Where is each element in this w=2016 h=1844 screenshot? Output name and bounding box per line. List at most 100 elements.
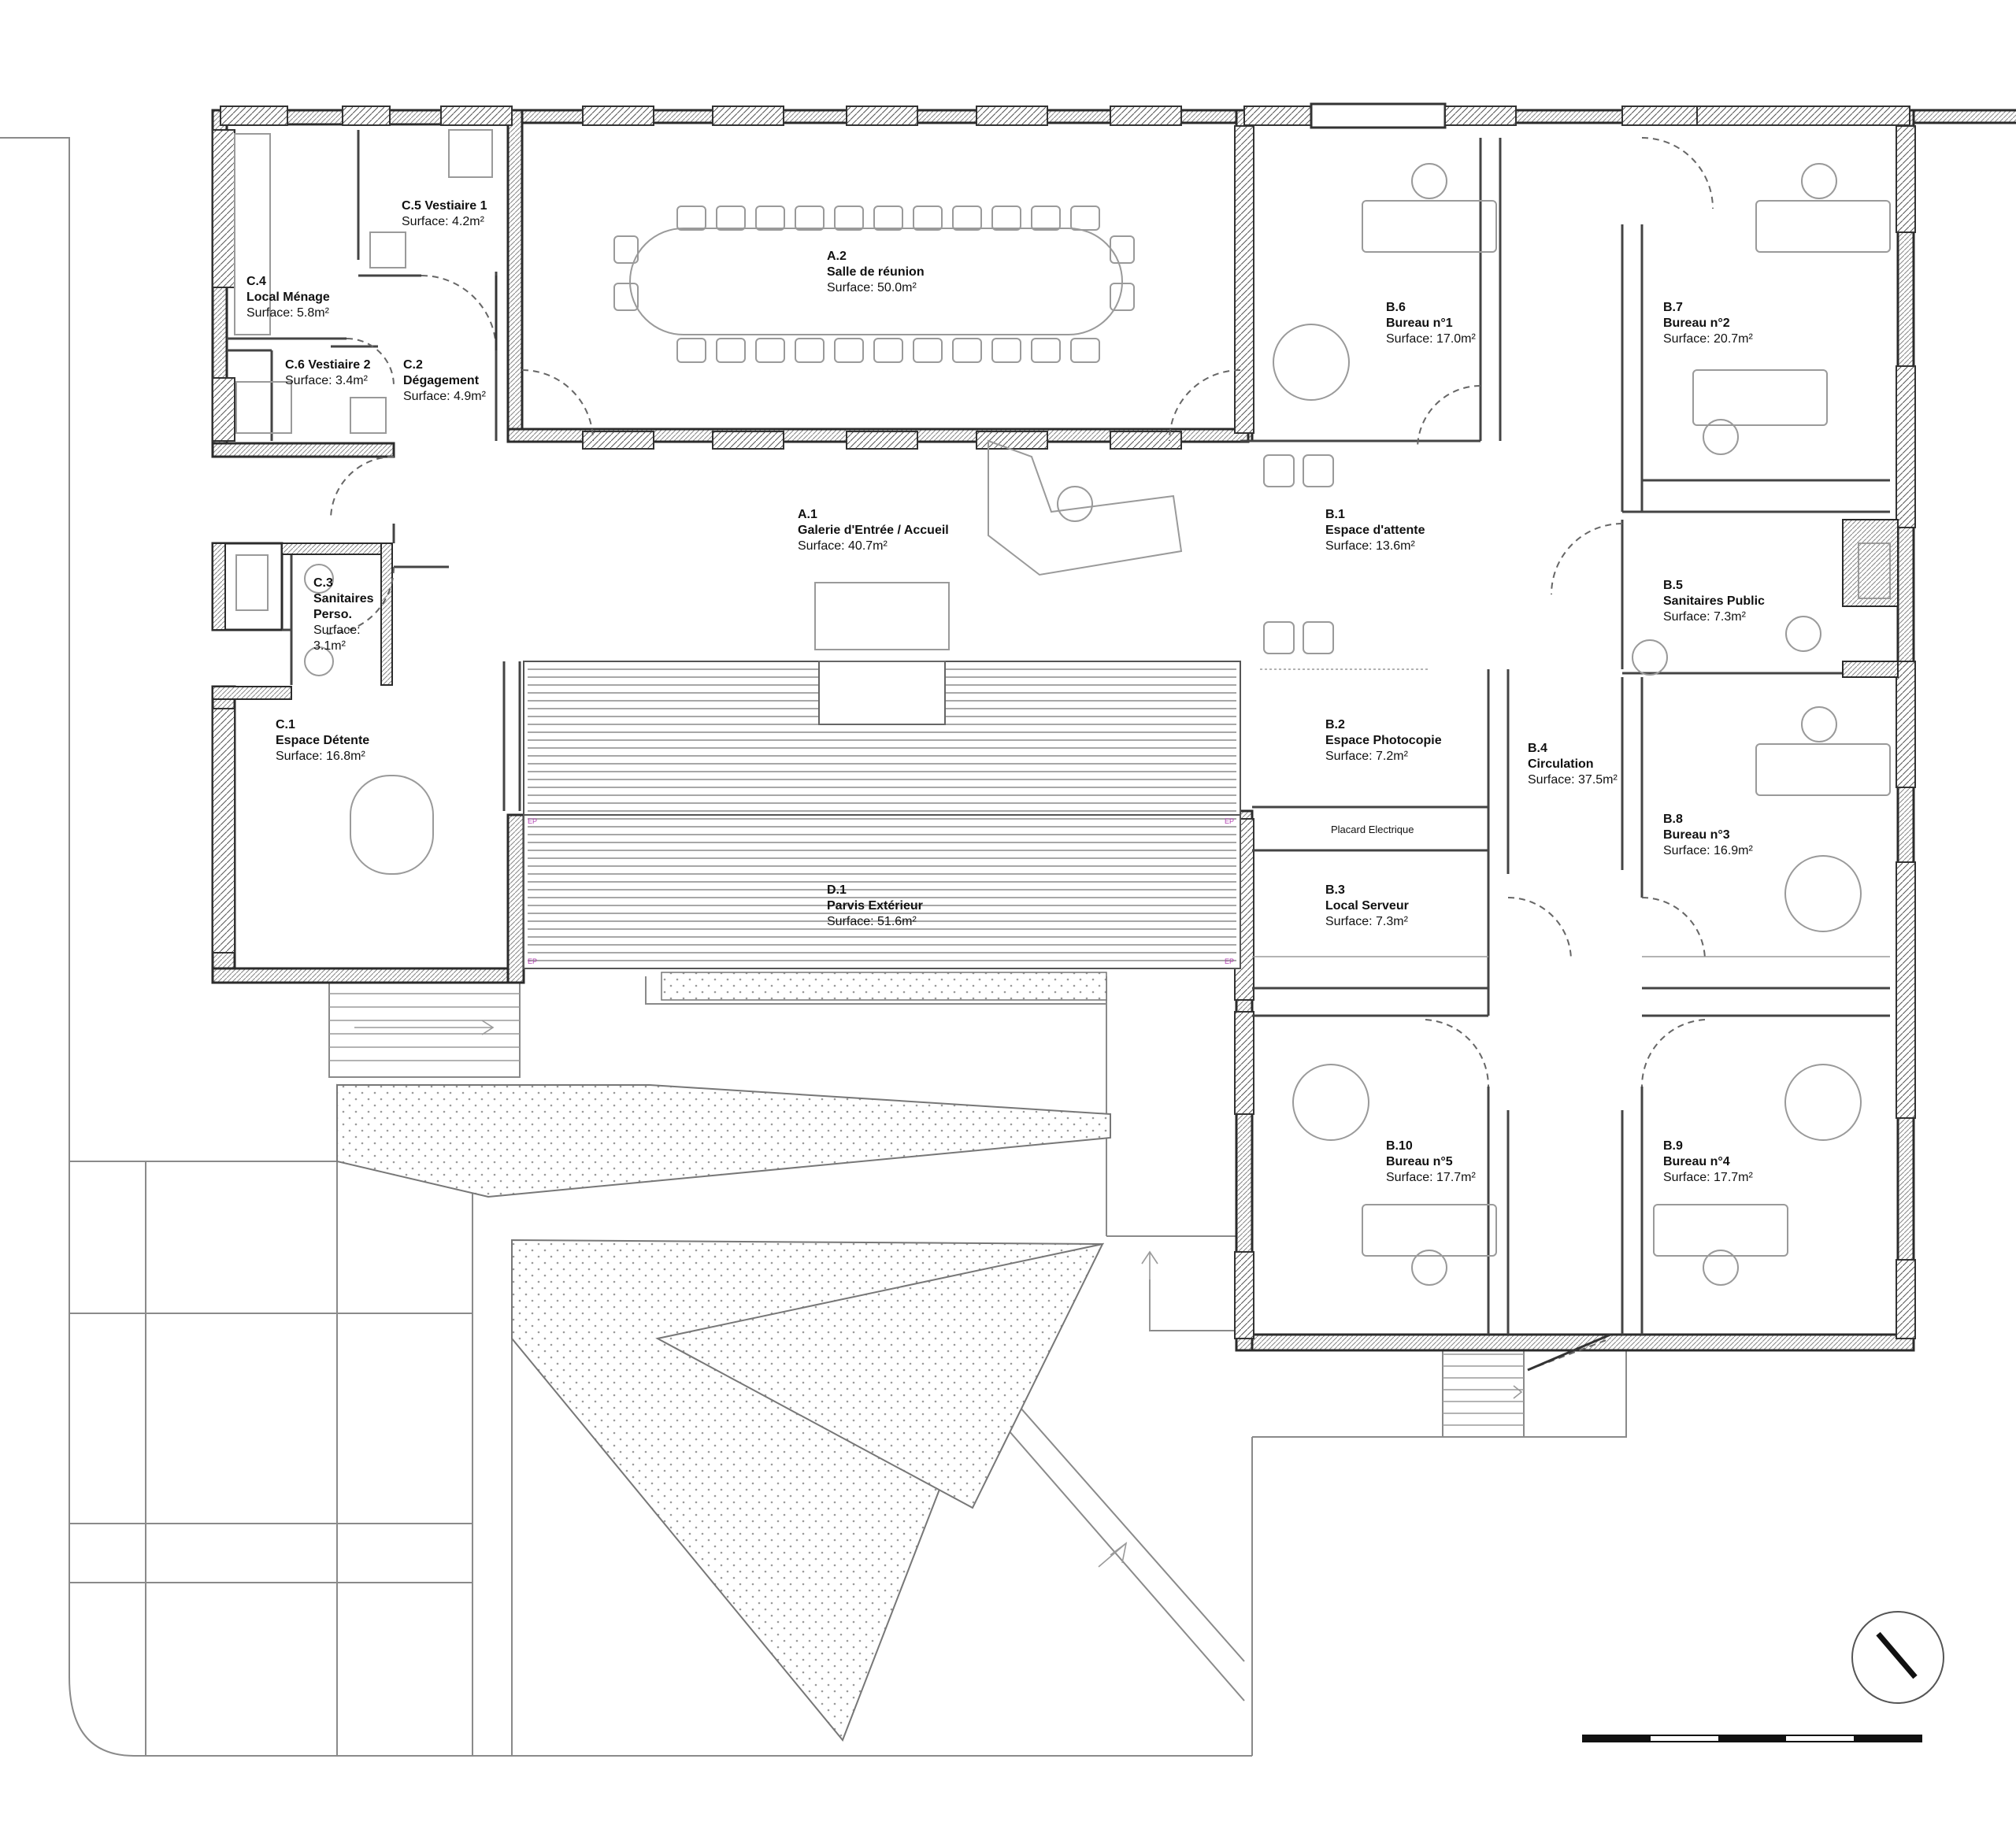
north-arrow-icon [1851, 1611, 1944, 1704]
svg-text:Espace Photocopie: Espace Photocopie [1325, 734, 1442, 747]
meeting-chair [991, 338, 1021, 363]
meeting-table [629, 228, 1123, 335]
room-c6: C.6 Vestiaire 2 Surface: 3.4m² [285, 358, 371, 387]
room-b10: B.10 Bureau n°5 Surface: 17.7m² [1386, 1139, 1477, 1184]
svg-text:C.3: C.3 [313, 576, 333, 590]
svg-text:Surface: 17.7m²: Surface: 17.7m² [1663, 1171, 1754, 1184]
room-b8: B.8 Bureau n°3 Surface: 16.9m² [1663, 813, 1754, 857]
svg-text:Circulation: Circulation [1528, 757, 1594, 771]
svg-text:Surface: 16.9m²: Surface: 16.9m² [1663, 844, 1754, 857]
meeting-chair [913, 338, 943, 363]
meeting-chair [755, 206, 785, 231]
svg-text:Surface: 51.6m²: Surface: 51.6m² [827, 915, 917, 928]
svg-text:B.9: B.9 [1663, 1139, 1683, 1153]
svg-text:B.3: B.3 [1325, 883, 1345, 897]
svg-text:C.2: C.2 [403, 358, 423, 372]
site-context [0, 137, 1627, 1757]
meeting-chair [676, 206, 706, 231]
svg-text:Bureau n°5: Bureau n°5 [1386, 1155, 1453, 1168]
svg-text:Bureau n°1: Bureau n°1 [1386, 317, 1453, 330]
svg-text:B.5: B.5 [1663, 579, 1683, 592]
windows [212, 102, 1916, 1339]
ep-marker-1: EP [528, 817, 537, 825]
room-c1: C.1 Espace Détente Surface: 16.8m² [276, 718, 369, 763]
svg-text:Bureau n°4: Bureau n°4 [1663, 1155, 1730, 1168]
stair-direction-arrow-icon [481, 1020, 495, 1035]
svg-text:B.6: B.6 [1386, 301, 1406, 314]
svg-text:Surface: 50.0m²: Surface: 50.0m² [827, 281, 917, 294]
svg-text:Surface: 7.3m²: Surface: 7.3m² [1663, 610, 1747, 624]
meeting-chair [716, 206, 746, 231]
svg-text:A.2: A.2 [827, 250, 847, 263]
interior-walls [227, 130, 1899, 1335]
planting-area-3 [655, 1242, 1104, 1509]
svg-text:Galerie d'Entrée / Accueil: Galerie d'Entrée / Accueil [798, 524, 949, 537]
room-c2: C.2 Dégagement Surface: 4.9m² [403, 358, 487, 403]
svg-text:Bureau n°2: Bureau n°2 [1663, 317, 1730, 330]
room-labels: A.2 Salle de réunion Surface: 50.0m² A.1… [246, 199, 1765, 1184]
svg-text:Surface: 7.2m²: Surface: 7.2m² [1325, 750, 1409, 763]
meeting-chair [795, 338, 825, 363]
meeting-chair [834, 338, 864, 363]
svg-text:Surface: 20.7m²: Surface: 20.7m² [1663, 332, 1754, 346]
svg-text:B.8: B.8 [1663, 813, 1683, 826]
room-d1: D.1 Parvis Extérieur Surface: 51.6m² [827, 883, 923, 928]
svg-text:Surface: 7.3m²: Surface: 7.3m² [1325, 915, 1409, 928]
room-b3: B.3 Local Serveur Surface: 7.3m² [1325, 883, 1409, 928]
ep-marker-4: EP [1225, 957, 1234, 965]
svg-text:B.7: B.7 [1663, 301, 1683, 314]
svg-text:Surface: 16.8m²: Surface: 16.8m² [276, 750, 366, 763]
meeting-chair [991, 206, 1021, 231]
room-b1: B.1 Espace d'attente Surface: 13.6m² [1325, 508, 1425, 553]
meeting-chair [795, 206, 825, 231]
room-a1: A.1 Galerie d'Entrée / Accueil Surface: … [798, 508, 949, 553]
svg-text:Surface: 4.9m²: Surface: 4.9m² [403, 390, 487, 403]
svg-text:B.1: B.1 [1325, 508, 1345, 521]
svg-text:Bureau n°3: Bureau n°3 [1663, 828, 1730, 842]
svg-text:Surface: 5.8m²: Surface: 5.8m² [246, 306, 330, 320]
svg-text:Perso.: Perso. [313, 608, 352, 621]
meeting-chair [873, 338, 903, 363]
room-c5: C.5 Vestiaire 1 Surface: 4.2m² [402, 199, 487, 228]
room-b2: B.2 Espace Photocopie Surface: 7.2m² [1325, 718, 1442, 763]
room-b9: B.9 Bureau n°4 Surface: 17.7m² [1663, 1139, 1754, 1184]
meeting-chair [952, 206, 982, 231]
ep-marker-3: EP [528, 957, 537, 965]
meeting-chair [613, 283, 639, 311]
scale-bar-icon [1582, 1735, 1922, 1742]
svg-text:C.5 Vestiaire 1: C.5 Vestiaire 1 [402, 199, 487, 213]
meeting-chair [834, 206, 864, 231]
placard-electrique-label: Placard Electrique [1331, 824, 1414, 835]
svg-text:Surface: 40.7m²: Surface: 40.7m² [798, 539, 888, 553]
svg-text:Local Ménage: Local Ménage [246, 291, 330, 304]
ep-marker-2: EP [1225, 817, 1234, 825]
meeting-chair [873, 206, 903, 231]
room-b4: B.4 Circulation Surface: 37.5m² [1528, 742, 1618, 787]
svg-text:Salle de réunion: Salle de réunion [827, 265, 925, 279]
stairs-southwest [328, 980, 521, 1078]
meeting-chair [1110, 283, 1135, 311]
svg-text:Parvis Extérieur: Parvis Extérieur [827, 899, 923, 913]
meeting-chair [1070, 338, 1100, 363]
svg-text:Sanitaires: Sanitaires [313, 592, 374, 605]
svg-text:B.10: B.10 [1386, 1139, 1413, 1153]
svg-text:C.1: C.1 [276, 718, 295, 731]
room-a2: A.2 Salle de réunion Surface: 50.0m² [827, 250, 925, 294]
room-c3: C.3 Sanitaires Perso. Surface: 3.1m² [313, 576, 374, 653]
meeting-chair [1031, 338, 1061, 363]
svg-text:B.2: B.2 [1325, 718, 1345, 731]
furniture [234, 129, 1891, 1286]
svg-text:Surface:: Surface: [313, 624, 361, 637]
meeting-chair [1070, 206, 1100, 231]
svg-text:A.1: A.1 [798, 508, 817, 521]
svg-text:B.4: B.4 [1528, 742, 1547, 755]
svg-text:Dégagement: Dégagement [403, 374, 480, 387]
meeting-chair [716, 338, 746, 363]
svg-text:Surface: 37.5m²: Surface: 37.5m² [1528, 773, 1618, 787]
meeting-chair [613, 235, 639, 264]
svg-text:Surface: 17.7m²: Surface: 17.7m² [1386, 1171, 1477, 1184]
meeting-chair [1110, 235, 1135, 264]
parvis-deck: EP EP EP EP [523, 661, 1241, 969]
svg-text:Sanitaires Public: Sanitaires Public [1663, 594, 1765, 608]
